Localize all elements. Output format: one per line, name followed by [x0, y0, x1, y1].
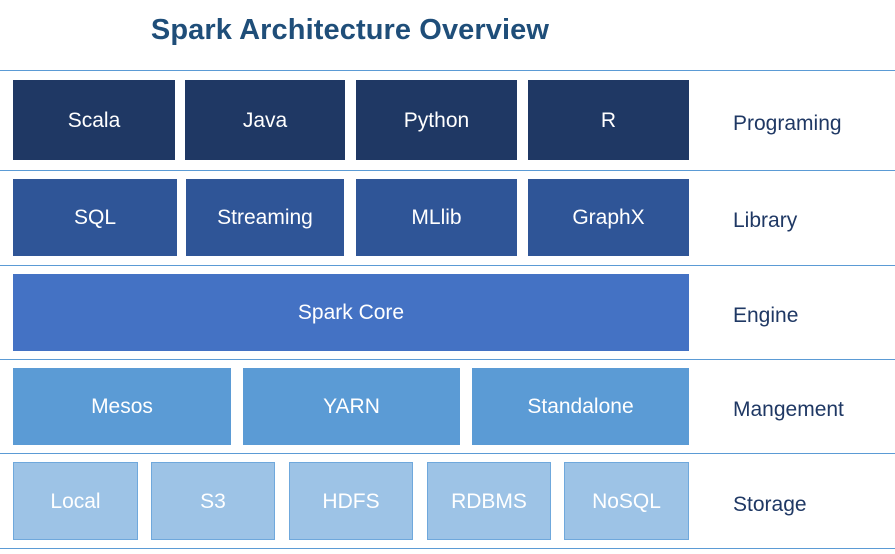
- box-label: Mesos: [91, 395, 153, 418]
- box-spark-core[interactable]: Spark Core: [13, 274, 689, 351]
- row-label-storage: Storage: [733, 493, 807, 516]
- box-mesos[interactable]: Mesos: [13, 368, 231, 445]
- layer-row-library: SQL Streaming MLlib GraphX Library: [0, 170, 895, 265]
- box-python[interactable]: Python: [356, 80, 517, 160]
- box-label: GraphX: [572, 206, 645, 229]
- box-label: S3: [200, 489, 226, 513]
- divider-line-engine: [0, 359, 895, 360]
- divider-line-programming: [0, 170, 895, 171]
- box-label: Spark Core: [297, 301, 405, 324]
- box-hdfs[interactable]: HDFS: [289, 462, 413, 540]
- divider-line-top: [0, 70, 895, 71]
- box-label: Local: [50, 489, 101, 513]
- box-java[interactable]: Java: [185, 80, 345, 160]
- box-streaming[interactable]: Streaming: [186, 179, 344, 256]
- box-sql[interactable]: SQL: [13, 179, 177, 256]
- box-label: NoSQL: [592, 489, 661, 513]
- divider-line-management: [0, 453, 895, 454]
- layer-row-programming: Scala Java Python R Programing: [0, 70, 895, 170]
- layer-row-management: Mesos YARN Standalone Mangement: [0, 359, 895, 453]
- box-label: Python: [403, 108, 470, 132]
- box-rdbms[interactable]: RDBMS: [427, 462, 551, 540]
- box-label: YARN: [323, 395, 380, 418]
- divider-line-bottom: [0, 548, 895, 549]
- row-label-engine: Engine: [733, 304, 799, 327]
- box-label: Streaming: [217, 206, 313, 229]
- box-label: SQL: [73, 206, 117, 229]
- box-s3[interactable]: S3: [151, 462, 275, 540]
- row-label-management: Mangement: [733, 398, 844, 421]
- box-standalone[interactable]: Standalone: [472, 368, 689, 445]
- box-r[interactable]: R: [528, 80, 689, 160]
- box-yarn[interactable]: YARN: [243, 368, 460, 445]
- row-label-programming: Programing: [733, 112, 842, 135]
- box-label: Java: [242, 108, 288, 132]
- divider-line-library: [0, 265, 895, 266]
- page-title: Spark Architecture Overview: [150, 14, 550, 46]
- box-label: R: [600, 108, 617, 132]
- layer-row-storage: Local S3 HDFS RDBMS NoSQL Storage: [0, 453, 895, 548]
- box-graphx[interactable]: GraphX: [528, 179, 689, 256]
- box-label: MLlib: [411, 206, 462, 229]
- box-label: Scala: [67, 108, 121, 132]
- box-label: HDFS: [322, 489, 380, 513]
- box-local[interactable]: Local: [13, 462, 138, 540]
- box-nosql[interactable]: NoSQL: [564, 462, 689, 540]
- box-mllib[interactable]: MLlib: [356, 179, 517, 256]
- row-label-library: Library: [733, 209, 798, 232]
- box-label: Standalone: [527, 395, 634, 418]
- box-label: RDBMS: [451, 489, 527, 513]
- layer-row-engine: Spark Core Engine: [0, 265, 895, 359]
- box-scala[interactable]: Scala: [13, 80, 175, 160]
